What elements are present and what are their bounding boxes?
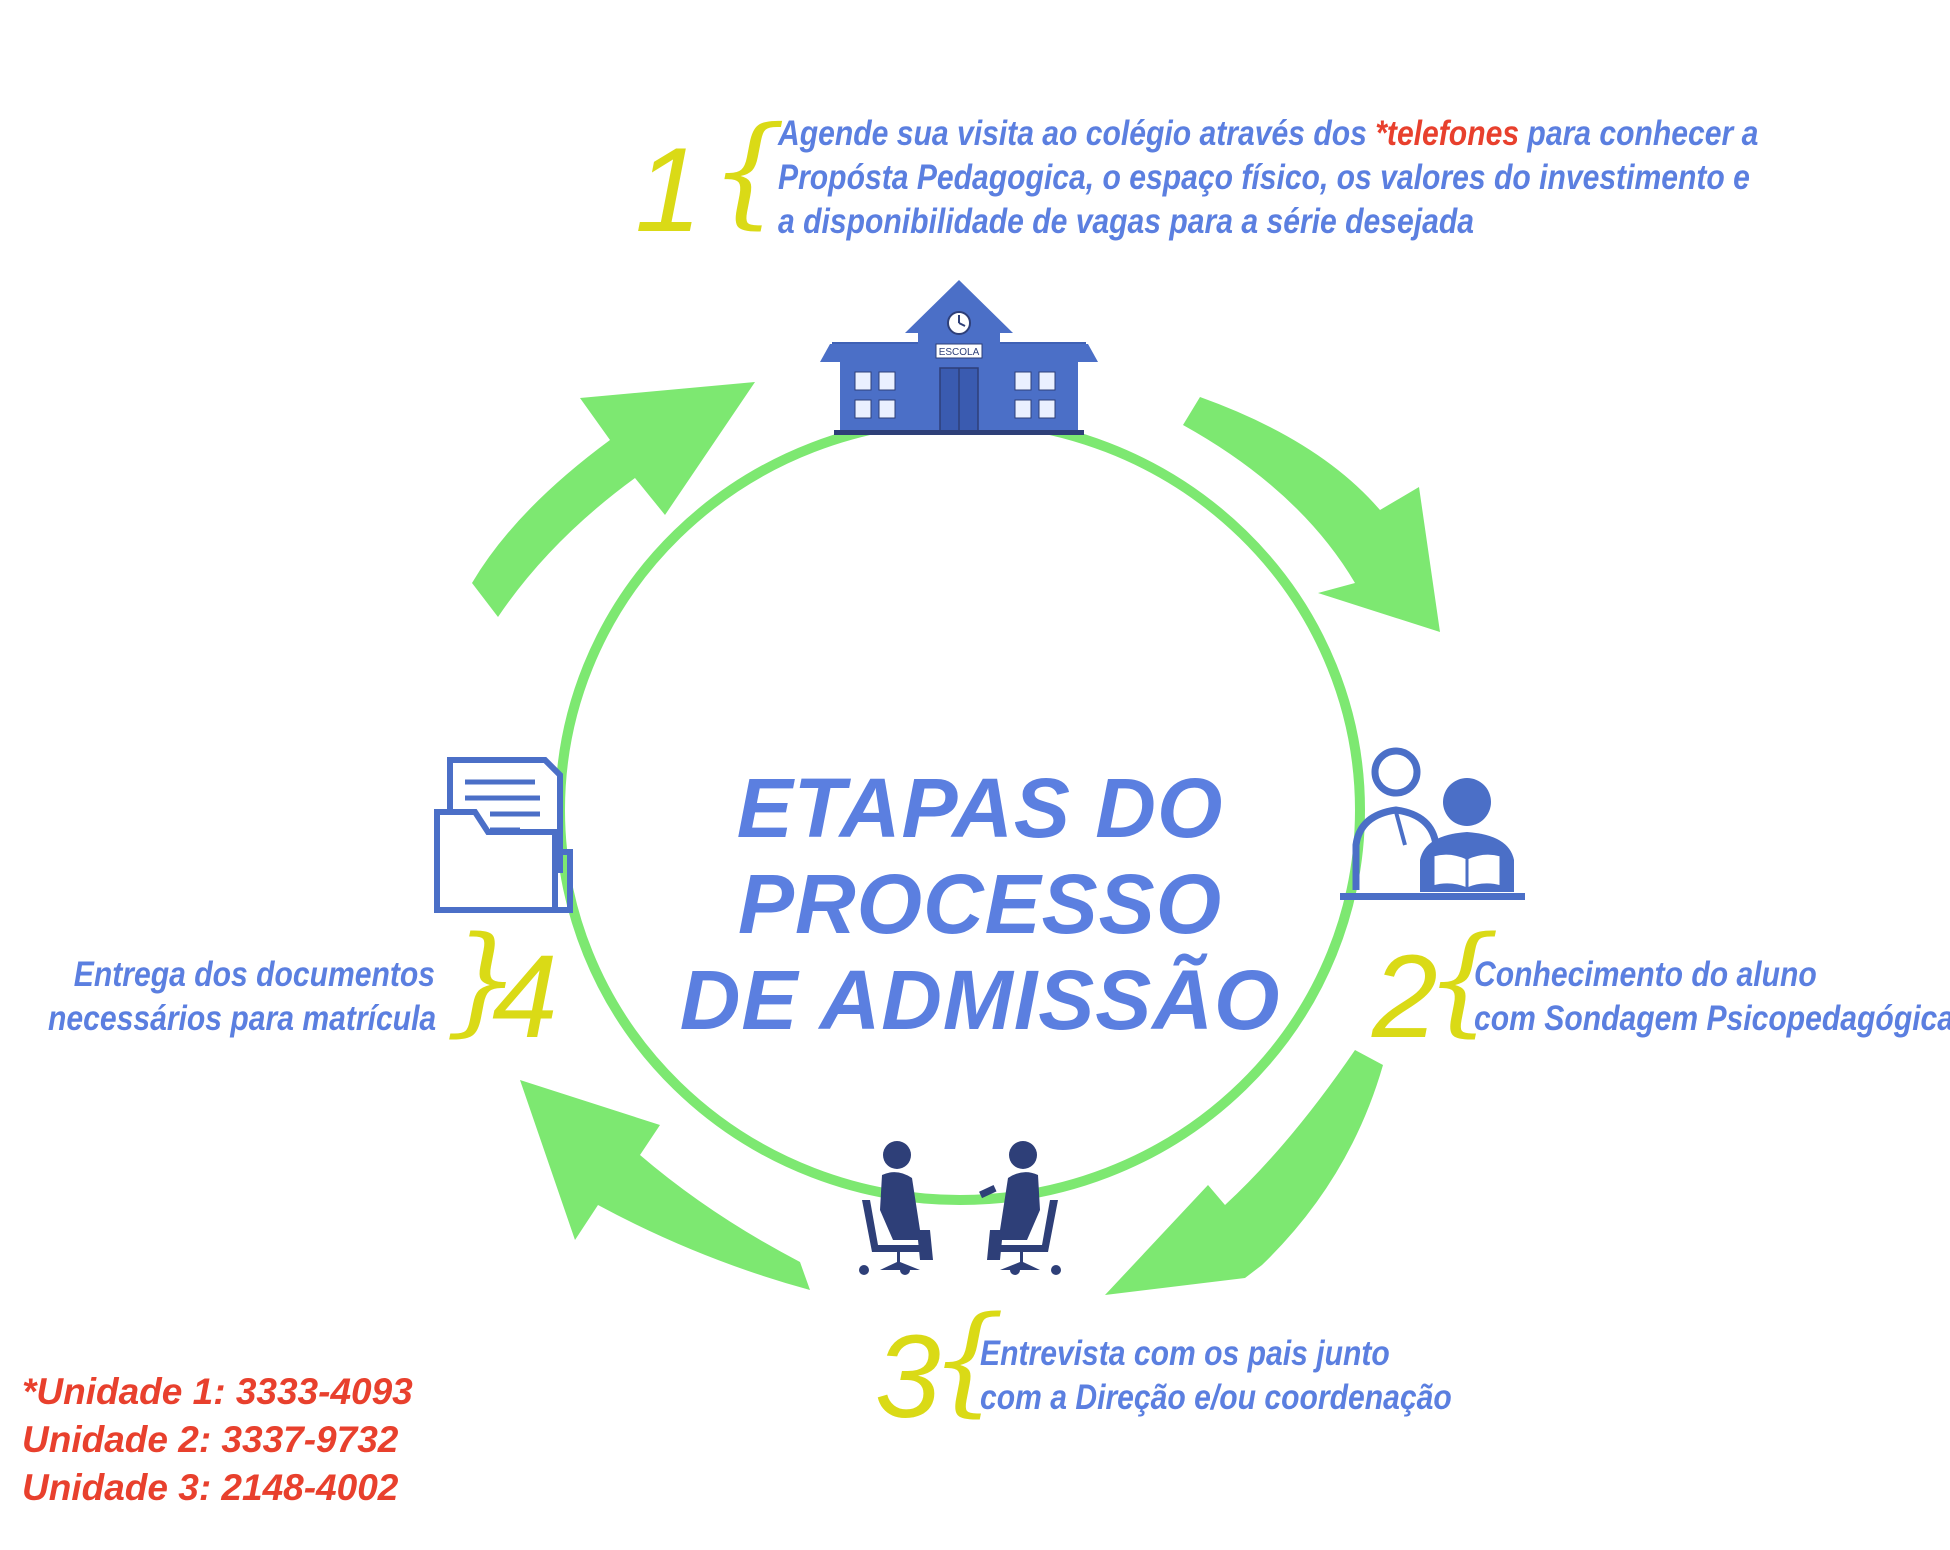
step-1-line-1: Agende sua visita ao colégio através dos…	[778, 114, 1759, 153]
clock-hand	[958, 322, 966, 327]
folder-tab	[555, 849, 573, 913]
person-right-body	[987, 1172, 1040, 1260]
phone-unit-2: Unidade 2: 3337-9732	[22, 1419, 399, 1460]
step-4-line-2: necessários para matrícula	[48, 999, 437, 1038]
step-4-number: 4	[492, 931, 558, 1063]
step-1-line-3: a disponibilidade de vagas para a série …	[778, 202, 1474, 241]
step-1-description: Agende sua visita ao colégio através dos…	[778, 112, 1758, 244]
person-left-body	[880, 1172, 933, 1260]
desk-line	[1340, 893, 1525, 900]
cycle-arrow-top-right	[1183, 397, 1440, 632]
student-head	[1443, 778, 1491, 826]
school-sign-text: ESCOLA	[939, 347, 980, 358]
cycle-arrow-top-left	[472, 382, 755, 617]
school-base	[834, 430, 1084, 435]
cycle-arrow-bottom-left	[520, 1080, 810, 1290]
notepad-icon	[979, 1184, 997, 1199]
person-right-head	[1009, 1141, 1037, 1169]
document-folder-icon	[434, 757, 573, 913]
step-4-description: Entrega dos documentos necessários para …	[48, 953, 436, 1041]
step-2-description: Conhecimento do aluno com Sondagem Psico…	[1474, 953, 1950, 1041]
folder-shape	[434, 809, 558, 913]
step-2-line-2: com Sondagem Psicopedagógica	[1474, 999, 1950, 1038]
school-building-icon: ESCOLA	[820, 280, 1098, 435]
title-line-2: DE ADMISSÃO	[679, 953, 1281, 1047]
step-1-line-2: Propósta Pedagogica, o espaço físico, os…	[778, 158, 1750, 197]
two-people-meeting-icon	[859, 1141, 1061, 1275]
chair-right	[995, 1200, 1058, 1270]
phone-numbers: *Unidade 1: 3333-4093 Unidade 2: 3337-97…	[22, 1368, 413, 1512]
step-1-brace: {	[710, 102, 787, 241]
phone-unit-1: *Unidade 1: 3333-4093	[22, 1371, 413, 1412]
chair-wheel	[859, 1265, 869, 1275]
step-3-line-2: com a Direção e/ou coordenação	[980, 1378, 1452, 1417]
step-3-number: 3	[875, 1311, 941, 1443]
teacher-body	[1352, 806, 1440, 890]
step-3-brace: {	[930, 1290, 1006, 1428]
school-tower-roof	[905, 280, 1013, 333]
step-3-line-1: Entrevista com os pais junto	[980, 1334, 1390, 1373]
teacher-head	[1371, 747, 1421, 797]
teacher-tie	[1394, 811, 1407, 846]
school-windows	[854, 371, 1056, 419]
step-4-line-1: Entrega dos documentos	[73, 955, 436, 994]
step-3-description: Entrevista com os pais junto com a Direç…	[980, 1332, 1452, 1420]
chair-left	[862, 1200, 925, 1270]
title-line-1: ETAPAS DO PROCESSO	[736, 761, 1224, 951]
school-sign	[935, 343, 983, 359]
teacher-student-reading-icon	[1340, 747, 1525, 900]
chair-wheel	[1010, 1265, 1020, 1275]
diagram-title: ETAPAS DO PROCESSO DE ADMISSÃO	[600, 760, 1360, 1048]
step-2-number: 2	[1372, 931, 1438, 1063]
step-2-brace: {	[1425, 910, 1501, 1048]
person-left-head	[883, 1141, 911, 1169]
step-1-number: 1	[635, 123, 702, 257]
phone-unit-3: Unidade 3: 2148-4002	[22, 1467, 399, 1508]
step-4-brace: }	[445, 910, 521, 1048]
step-2-line-1: Conhecimento do aluno	[1474, 955, 1817, 994]
chair-wheel	[900, 1265, 910, 1275]
cycle-arrow-bottom-right	[1105, 1050, 1383, 1295]
phones-reference: *telefones	[1375, 114, 1520, 153]
chair-wheel	[1051, 1265, 1061, 1275]
